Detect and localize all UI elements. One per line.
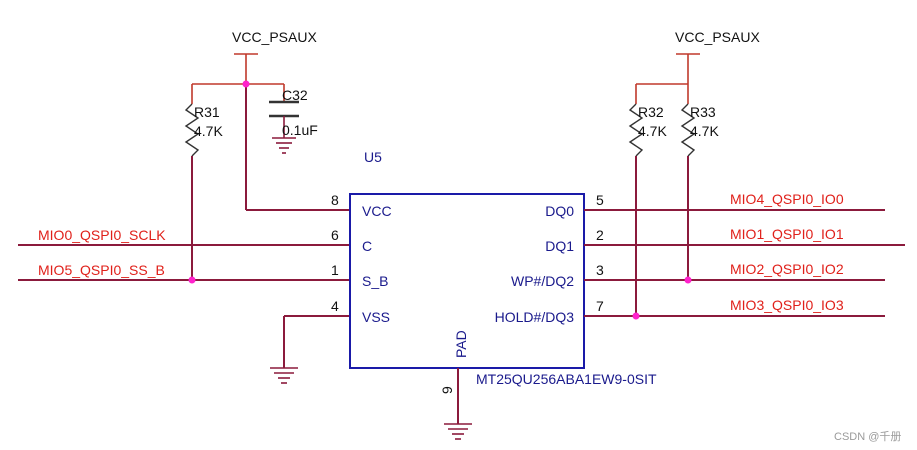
r33-ref: R33 xyxy=(690,104,716,120)
left-top-wiring xyxy=(191,83,350,211)
junction-dot xyxy=(684,276,692,284)
pin-name-vss: VSS xyxy=(362,309,390,325)
pin-num-vcc: 8 xyxy=(331,192,339,208)
right-top-wiring xyxy=(635,83,689,104)
junction-dot xyxy=(242,80,250,88)
chip-part-number: MT25QU256ABA1EW9-0SIT xyxy=(476,371,657,387)
pin-name-dq2: WP#/DQ2 xyxy=(511,273,574,289)
pin-num-dq3: 7 xyxy=(596,298,604,314)
net-label-mio0: MIO0_QSPI0_SCLK xyxy=(38,227,166,243)
vss-ground-wire xyxy=(270,315,350,384)
left-net-wires xyxy=(18,244,350,281)
watermark: CSDN @千册 xyxy=(834,430,901,443)
pin-name-c: C xyxy=(362,238,372,254)
power-symbol-left xyxy=(234,53,258,84)
pin-num-vss: 4 xyxy=(331,298,339,314)
chip-u5-body xyxy=(349,193,585,369)
pad-ground-wire xyxy=(444,368,472,440)
c32-ref: C32 xyxy=(282,87,308,103)
pin-name-s-b: S_B xyxy=(362,273,388,289)
net-label-mio2: MIO2_QSPI0_IO2 xyxy=(730,261,844,277)
pad-label: PAD xyxy=(453,330,469,358)
r31-ref: R31 xyxy=(194,104,220,120)
r32-ref: R32 xyxy=(638,104,664,120)
resistor-r32 xyxy=(628,103,644,316)
junction-dot xyxy=(188,276,196,284)
pin-num-dq1: 2 xyxy=(596,227,604,243)
pin-name-dq0: DQ0 xyxy=(545,203,574,219)
power-label-right: VCC_PSAUX xyxy=(675,29,760,45)
pin-num-c: 6 xyxy=(331,227,339,243)
net-label-mio4: MIO4_QSPI0_IO0 xyxy=(730,191,844,207)
pin-num-dq0: 5 xyxy=(596,192,604,208)
power-label-left: VCC_PSAUX xyxy=(232,29,317,45)
net-label-mio3: MIO3_QSPI0_IO3 xyxy=(730,297,844,313)
r31-value: 4.7K xyxy=(194,123,223,139)
c32-value: 0.1uF xyxy=(282,122,318,138)
pin-num-dq2: 3 xyxy=(596,262,604,278)
net-label-mio1: MIO1_QSPI0_IO1 xyxy=(730,226,844,242)
pin-num-s-b: 1 xyxy=(331,262,339,278)
junction-dot xyxy=(632,312,640,320)
r33-value: 4.7K xyxy=(690,123,719,139)
pin-name-dq1: DQ1 xyxy=(545,238,574,254)
chip-ref: U5 xyxy=(364,149,382,165)
pad-pin-num: 9 xyxy=(439,386,455,394)
pin-name-vcc: VCC xyxy=(362,203,392,219)
capacitor-c32 xyxy=(269,100,299,154)
resistor-r31 xyxy=(184,103,200,280)
r32-value: 4.7K xyxy=(638,123,667,139)
pin-name-dq3: HOLD#/DQ3 xyxy=(495,309,575,325)
power-symbol-right xyxy=(676,53,700,84)
net-label-mio5: MIO5_QSPI0_SS_B xyxy=(38,262,165,278)
resistor-r33 xyxy=(680,103,696,280)
